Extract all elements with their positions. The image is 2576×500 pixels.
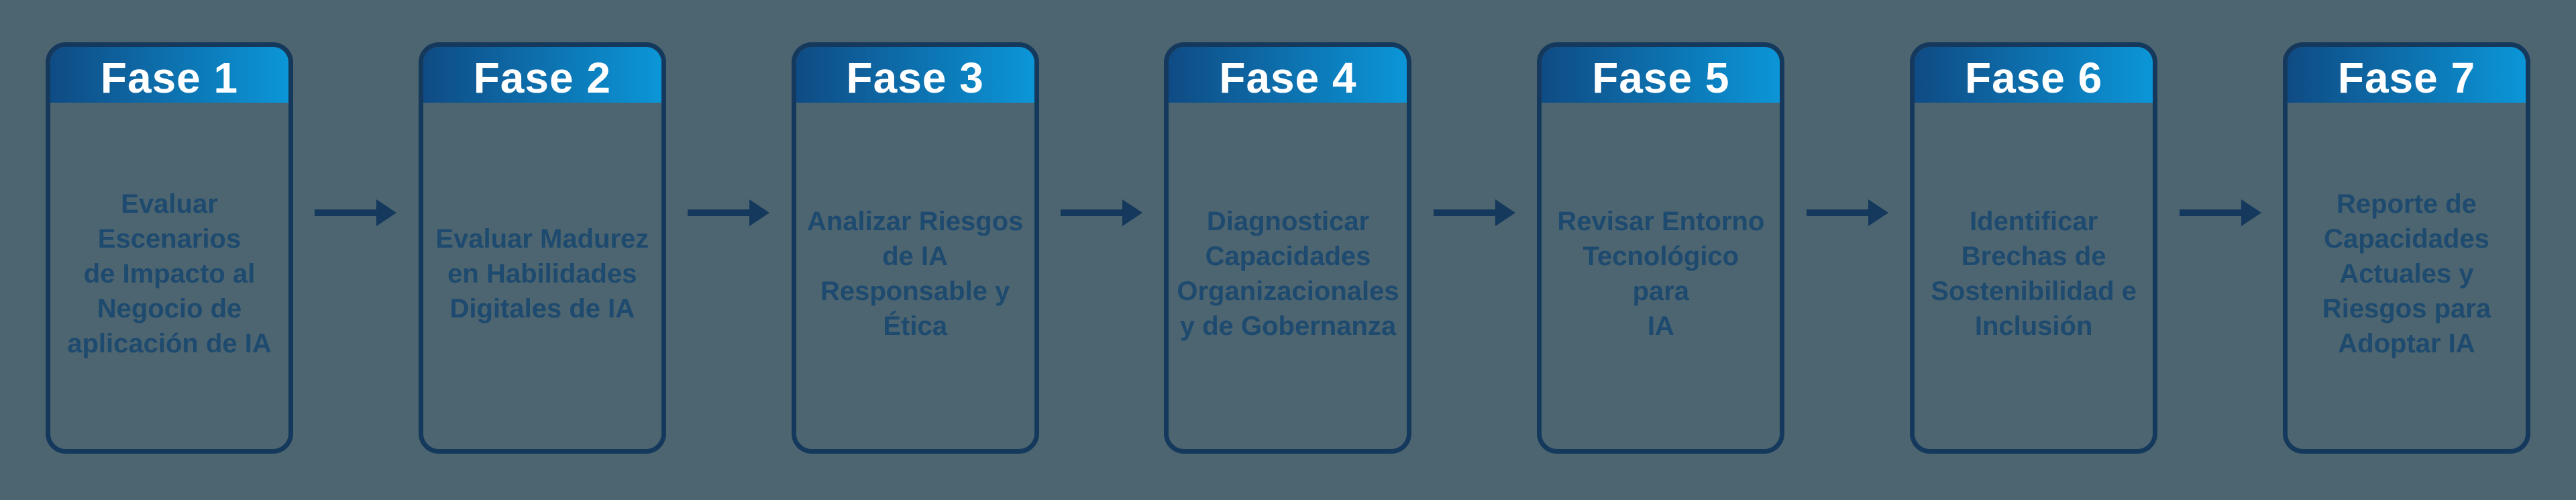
phase-title: Fase 7 xyxy=(2337,53,2476,102)
arrow-slot xyxy=(666,42,792,454)
phase-card-header: Fase 7 xyxy=(2287,47,2526,103)
phase-title: Fase 4 xyxy=(1219,53,1357,102)
phase-card-header: Fase 4 xyxy=(1169,47,1407,103)
phase-description: Reporte de Capacidades Actuales y Riesgo… xyxy=(2322,189,2491,358)
arrow-right-icon xyxy=(1806,199,1888,226)
phase-card-body: Reporte de Capacidades Actuales y Riesgo… xyxy=(2288,103,2526,449)
phase-card-7: Fase 7 Reporte de Capacidades Actuales y… xyxy=(2282,42,2530,454)
phase-description: Evaluar Madurez en Habilidades Digitales… xyxy=(435,224,649,323)
phase-card-body: Evaluar Madurez en Habilidades Digitales… xyxy=(423,103,661,449)
phase-description: Evaluar Escenarios de Impacto al Negocio… xyxy=(67,189,272,358)
phase-card-2: Fase 2 Evaluar Madurez en Habilidades Di… xyxy=(418,42,666,454)
phase-card-body: Revisar Entorno Tecnológico para IA xyxy=(1542,103,1780,449)
phase-card-header: Fase 1 xyxy=(50,47,288,103)
phase-description: Analizar Riesgos de IA Responsable y Éti… xyxy=(806,207,1024,341)
arrow-slot xyxy=(293,42,419,454)
phase-title: Fase 6 xyxy=(1965,53,2103,102)
arrow-right-icon xyxy=(688,199,770,226)
phase-card-4: Fase 4 Diagnosticar Capacidades Organiza… xyxy=(1164,42,1412,454)
phase-title: Fase 1 xyxy=(100,53,239,102)
arrow-right-icon xyxy=(1433,199,1515,226)
phase-description: Identificar Brechas de Sostenibilidad e … xyxy=(1931,207,2137,341)
phase-title: Fase 5 xyxy=(1592,53,1730,102)
phase-card-body: Evaluar Escenarios de Impacto al Negocio… xyxy=(50,103,288,449)
phase-card-header: Fase 6 xyxy=(1915,47,2153,103)
phase-card-body: Identificar Brechas de Sostenibilidad e … xyxy=(1915,103,2153,449)
phase-card-3: Fase 3 Analizar Riesgos de IA Responsabl… xyxy=(791,42,1039,454)
phase-card-header: Fase 2 xyxy=(423,47,661,103)
arrow-right-icon xyxy=(1061,199,1143,226)
phase-card-6: Fase 6 Identificar Brechas de Sostenibil… xyxy=(1910,42,2158,454)
arrow-slot xyxy=(2157,42,2283,454)
phase-description: Revisar Entorno Tecnológico para IA xyxy=(1557,207,1765,341)
arrow-slot xyxy=(1039,42,1165,454)
arrow-slot xyxy=(1411,42,1537,454)
arrow-right-icon xyxy=(315,199,397,226)
arrow-slot xyxy=(1784,42,1910,454)
phase-title: Fase 2 xyxy=(473,53,611,102)
phase-card-5: Fase 5 Revisar Entorno Tecnológico para … xyxy=(1537,42,1785,454)
phase-card-body: Diagnosticar Capacidades Organizacionale… xyxy=(1169,103,1407,449)
phase-description: Diagnosticar Capacidades Organizacionale… xyxy=(1177,207,1399,341)
arrow-right-icon xyxy=(2179,199,2261,226)
phase-card-body: Analizar Riesgos de IA Responsable y Éti… xyxy=(796,103,1034,449)
phase-card-1: Fase 1 Evaluar Escenarios de Impacto al … xyxy=(46,42,293,454)
phase-card-header: Fase 5 xyxy=(1542,47,1780,103)
phase-title: Fase 3 xyxy=(846,53,984,102)
phase-card-header: Fase 3 xyxy=(796,47,1034,103)
